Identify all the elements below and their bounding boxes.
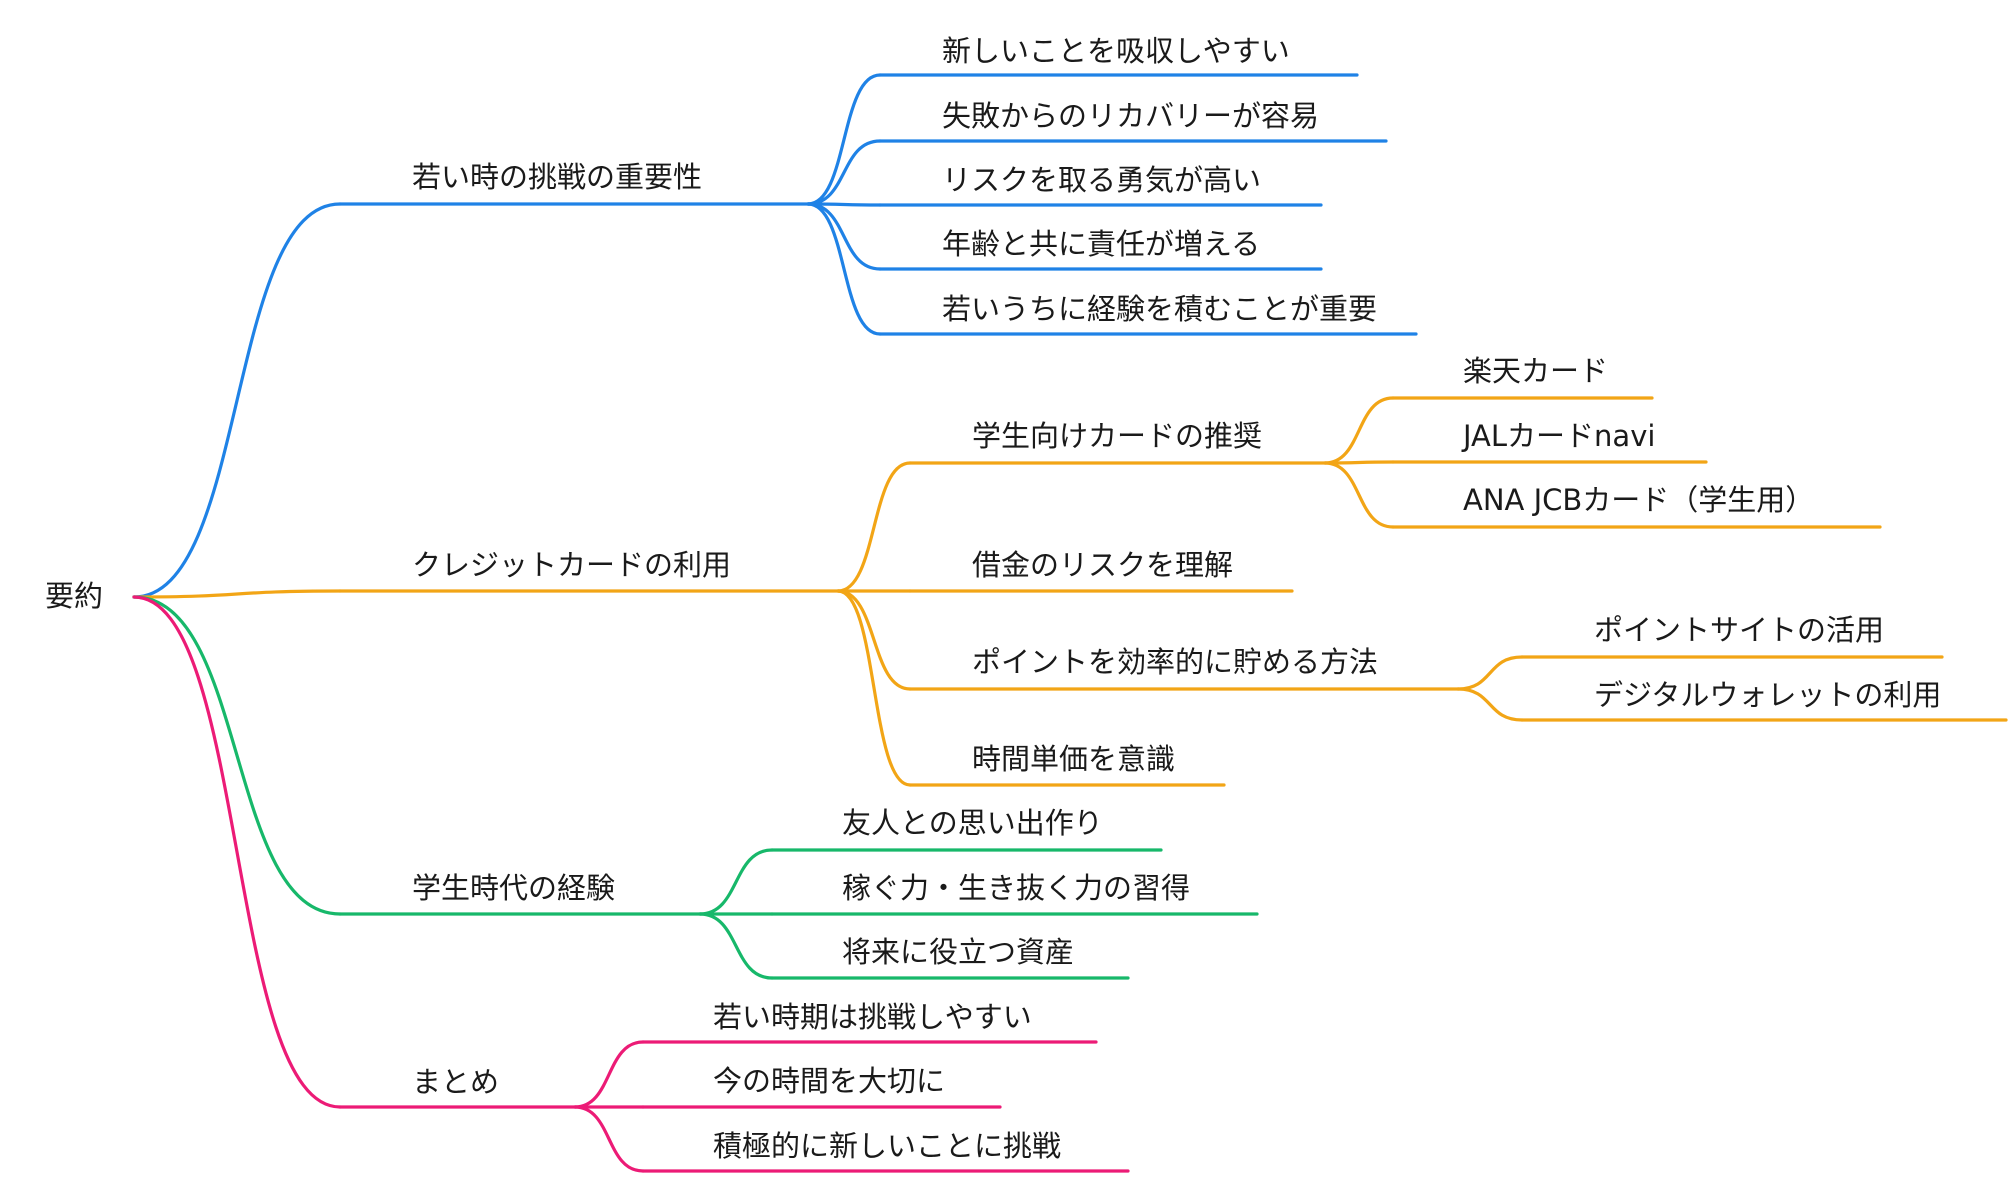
connector-line xyxy=(1456,687,1524,722)
branch-node: クレジットカードの利用 xyxy=(412,548,731,582)
connector-line xyxy=(806,202,882,271)
root-node: 要約 xyxy=(45,579,103,613)
leaf-node: デジタルウォレットの利用 xyxy=(1594,678,1941,712)
leaf-node: 年齢と共に責任が増える xyxy=(942,227,1260,261)
leaf-node: 将来に役立つ資産 xyxy=(842,935,1074,969)
node-layer: 要約 若い時の挑戦の重要性 新しいことを吸収しやすい失敗からのリカバリーが容易リス… xyxy=(45,34,1941,1163)
leaf-node: 積極的に新しいことに挑戦 xyxy=(713,1129,1061,1163)
connector-line xyxy=(698,848,774,916)
leaf-node: ANA JCBカード（学生用） xyxy=(1463,483,1814,517)
connector-line xyxy=(132,589,342,599)
connector-line xyxy=(132,595,342,916)
connector-line xyxy=(132,595,342,1109)
connector-line xyxy=(806,202,882,336)
leaf-node: 楽天カード xyxy=(1463,354,1608,388)
leaf-node: リスクを取る勇気が高い xyxy=(942,163,1261,197)
branch-node: 学生時代の経験 xyxy=(412,871,615,905)
branch-node: 若い時の挑戦の重要性 xyxy=(412,160,702,194)
connector-line xyxy=(1323,461,1395,529)
connector-line xyxy=(698,912,774,980)
leaf-node: 若いうちに経験を積むことが重要 xyxy=(942,292,1377,326)
leaf-node: ポイントを効率的に貯める方法 xyxy=(972,645,1378,679)
connector-line xyxy=(1456,655,1524,691)
leaf-node: 借金のリスクを理解 xyxy=(972,548,1233,582)
connector-line xyxy=(806,73,882,206)
leaf-node: 新しいことを吸収しやすい xyxy=(942,34,1290,68)
connector-line xyxy=(836,589,912,691)
connector-line xyxy=(806,139,882,206)
connector-line xyxy=(573,1105,645,1173)
leaf-node: 学生向けカードの推奨 xyxy=(972,419,1262,453)
leaf-node: 失敗からのリカバリーが容易 xyxy=(942,99,1319,133)
connector-line xyxy=(573,1040,645,1109)
leaf-node: 今の時間を大切に xyxy=(713,1064,945,1098)
edge-layer xyxy=(132,73,2008,1173)
branch-node: まとめ xyxy=(412,1065,499,1099)
leaf-node: 稼ぐ力・生き抜く力の習得 xyxy=(842,871,1190,905)
connector-line xyxy=(1323,460,1395,465)
connector-line xyxy=(1323,396,1395,465)
leaf-node: ポイントサイトの活用 xyxy=(1594,613,1884,647)
leaf-node: 友人との思い出作り xyxy=(842,806,1103,840)
connector-line xyxy=(836,589,912,787)
connector-line xyxy=(836,461,912,593)
connector-line xyxy=(132,202,342,599)
connector-line xyxy=(806,202,882,207)
leaf-node: 若い時期は挑戦しやすい xyxy=(713,1000,1032,1034)
leaf-node: 時間単価を意識 xyxy=(972,742,1175,776)
leaf-node: JALカードnavi xyxy=(1461,419,1655,453)
